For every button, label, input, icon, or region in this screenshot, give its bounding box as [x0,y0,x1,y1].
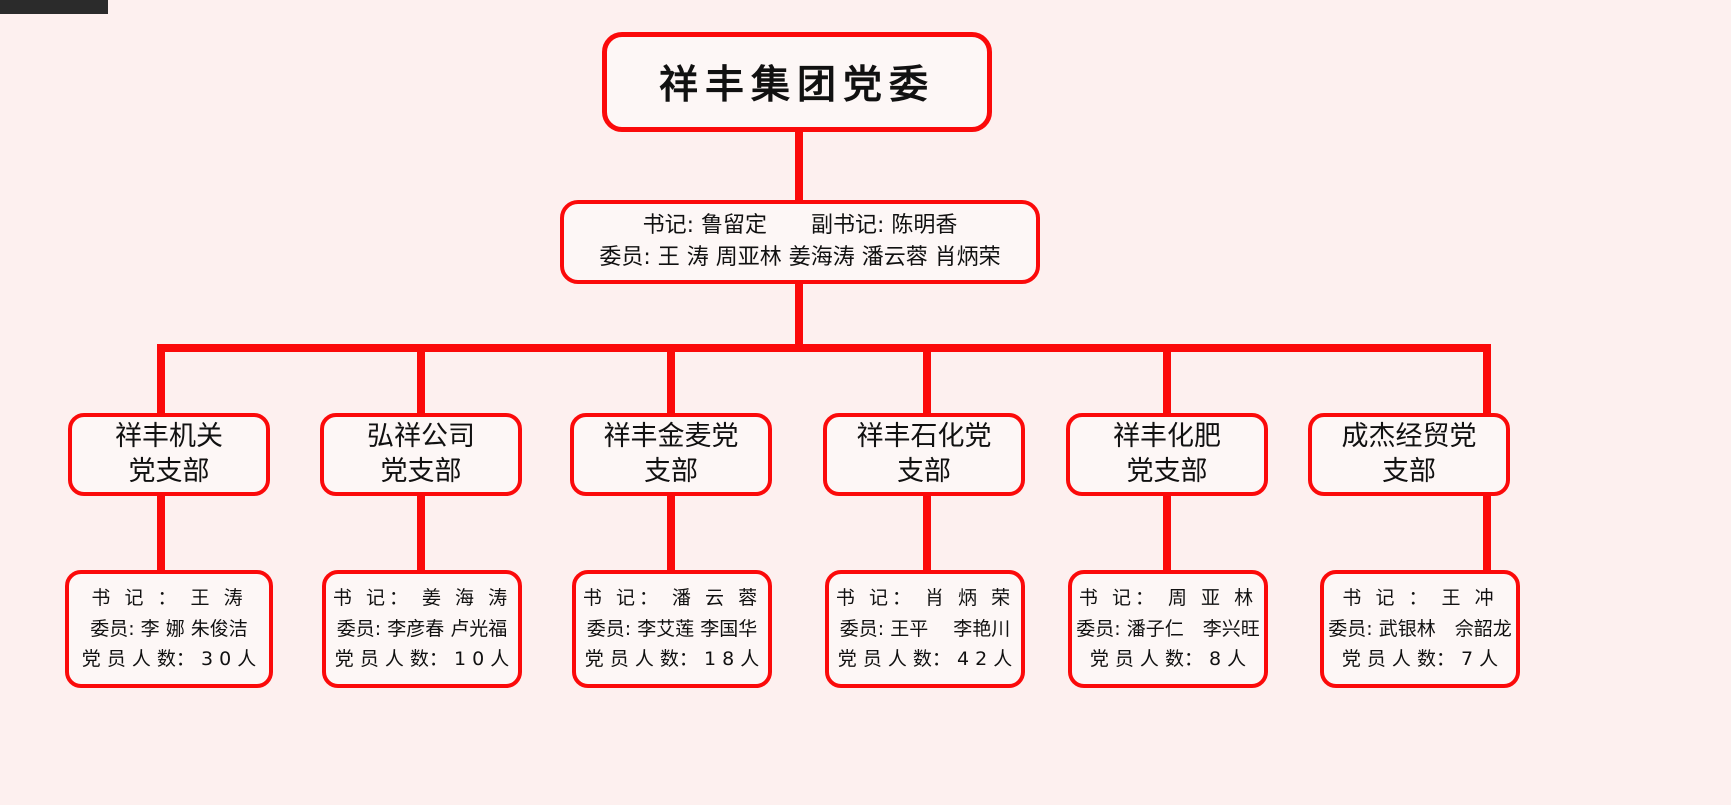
connector-committee-to-bus [795,280,803,348]
committee-members-line: 委员: 王 涛 周亚林 姜海涛 潘云蓉 肖炳荣 [599,245,1001,270]
detail-member-count: 党 员 人 数： 1 8 人 [584,648,760,671]
detail-members: 委员: 李彦春 卢光福 [336,617,508,640]
detail-node-2[interactable]: 书 记： 姜 海 涛 委员: 李彦春 卢光福 党 员 人 数： 1 0 人 [322,570,522,688]
connector-branch-3-to-detail [667,492,675,570]
detail-secretary: 书 记： 姜 海 涛 [332,586,512,609]
branch-name-line1: 弘祥公司 [367,420,475,452]
connector-bus-to-branch-5 [1163,344,1171,413]
detail-secretary: 书 记 ： 王 涛 [91,586,247,609]
branch-name-line2: 支部 [897,455,951,487]
detail-member-count: 党 员 人 数： 3 0 人 [81,648,257,671]
branch-node-5[interactable]: 祥丰化肥 党支部 [1066,413,1268,496]
connector-horizontal-bus [157,344,1491,352]
committee-node[interactable]: 书记: 鲁留定 副书记: 陈明香 委员: 王 涛 周亚林 姜海涛 潘云蓉 肖炳荣 [560,200,1040,284]
detail-secretary: 书 记： 潘 云 蓉 [582,586,762,609]
connector-bus-to-branch-2 [417,344,425,413]
branch-name-line1: 祥丰石化党 [856,420,992,452]
branch-name-line2: 党支部 [1126,455,1208,487]
detail-members: 委员: 李 娜 朱俊洁 [90,617,248,640]
connector-branch-6-to-detail [1483,492,1491,570]
detail-secretary: 书 记： 周 亚 林 [1078,586,1258,609]
detail-members: 委员: 王平 李艳川 [839,617,1011,640]
detail-members: 委员: 武银林 佘韶龙 [1328,617,1512,640]
connector-branch-4-to-detail [923,492,931,570]
connector-bus-to-branch-4 [923,344,931,413]
detail-member-count: 党 员 人 数： 8 人 [1089,648,1247,671]
branch-node-2[interactable]: 弘祥公司 党支部 [320,413,522,496]
detail-members: 委员: 李艾莲 李国华 [586,617,758,640]
connector-bus-to-branch-1 [157,344,165,413]
branch-name-line1: 祥丰化肥 [1113,420,1221,452]
org-root-node[interactable]: 祥丰集团党委 [602,32,992,132]
branch-name-line2: 党支部 [128,455,210,487]
branch-name-line2: 党支部 [380,455,462,487]
committee-secretary-line: 书记: 鲁留定 副书记: 陈明香 [642,213,958,239]
detail-node-4[interactable]: 书 记： 肖 炳 荣 委员: 王平 李艳川 党 员 人 数： 4 2 人 [825,570,1025,688]
detail-members: 委员: 潘子仁 李兴旺 [1076,617,1260,640]
connector-root-to-committee [795,129,803,201]
org-root-title: 祥丰集团党委 [658,63,935,108]
branch-node-1[interactable]: 祥丰机关 党支部 [68,413,270,496]
detail-member-count: 党 员 人 数： 7 人 [1341,648,1499,671]
detail-node-3[interactable]: 书 记： 潘 云 蓉 委员: 李艾莲 李国华 党 员 人 数： 1 8 人 [572,570,772,688]
connector-bus-to-branch-6 [1483,344,1491,413]
branch-name-line1: 祥丰金麦党 [603,420,739,452]
connector-bus-to-branch-3 [667,344,675,413]
top-left-corner-marker [0,0,108,14]
detail-secretary: 书 记： 肖 炳 荣 [835,586,1015,609]
branch-name-line2: 支部 [1382,455,1436,487]
detail-node-6[interactable]: 书 记 ： 王 冲 委员: 武银林 佘韶龙 党 员 人 数： 7 人 [1320,570,1520,688]
branch-node-3[interactable]: 祥丰金麦党 支部 [570,413,772,496]
branch-node-6[interactable]: 成杰经贸党 支部 [1308,413,1510,496]
detail-node-1[interactable]: 书 记 ： 王 涛 委员: 李 娜 朱俊洁 党 员 人 数： 3 0 人 [65,570,273,688]
branch-name-line1: 成杰经贸党 [1341,420,1477,452]
detail-member-count: 党 员 人 数： 1 0 人 [334,648,510,671]
branch-name-line2: 支部 [644,455,698,487]
connector-branch-2-to-detail [417,492,425,570]
branch-node-4[interactable]: 祥丰石化党 支部 [823,413,1025,496]
detail-node-5[interactable]: 书 记： 周 亚 林 委员: 潘子仁 李兴旺 党 员 人 数： 8 人 [1068,570,1268,688]
connector-branch-5-to-detail [1163,492,1171,570]
detail-secretary: 书 记 ： 王 冲 [1342,586,1498,609]
detail-member-count: 党 员 人 数： 4 2 人 [837,648,1013,671]
connector-branch-1-to-detail [157,492,165,570]
branch-name-line1: 祥丰机关 [115,420,223,452]
